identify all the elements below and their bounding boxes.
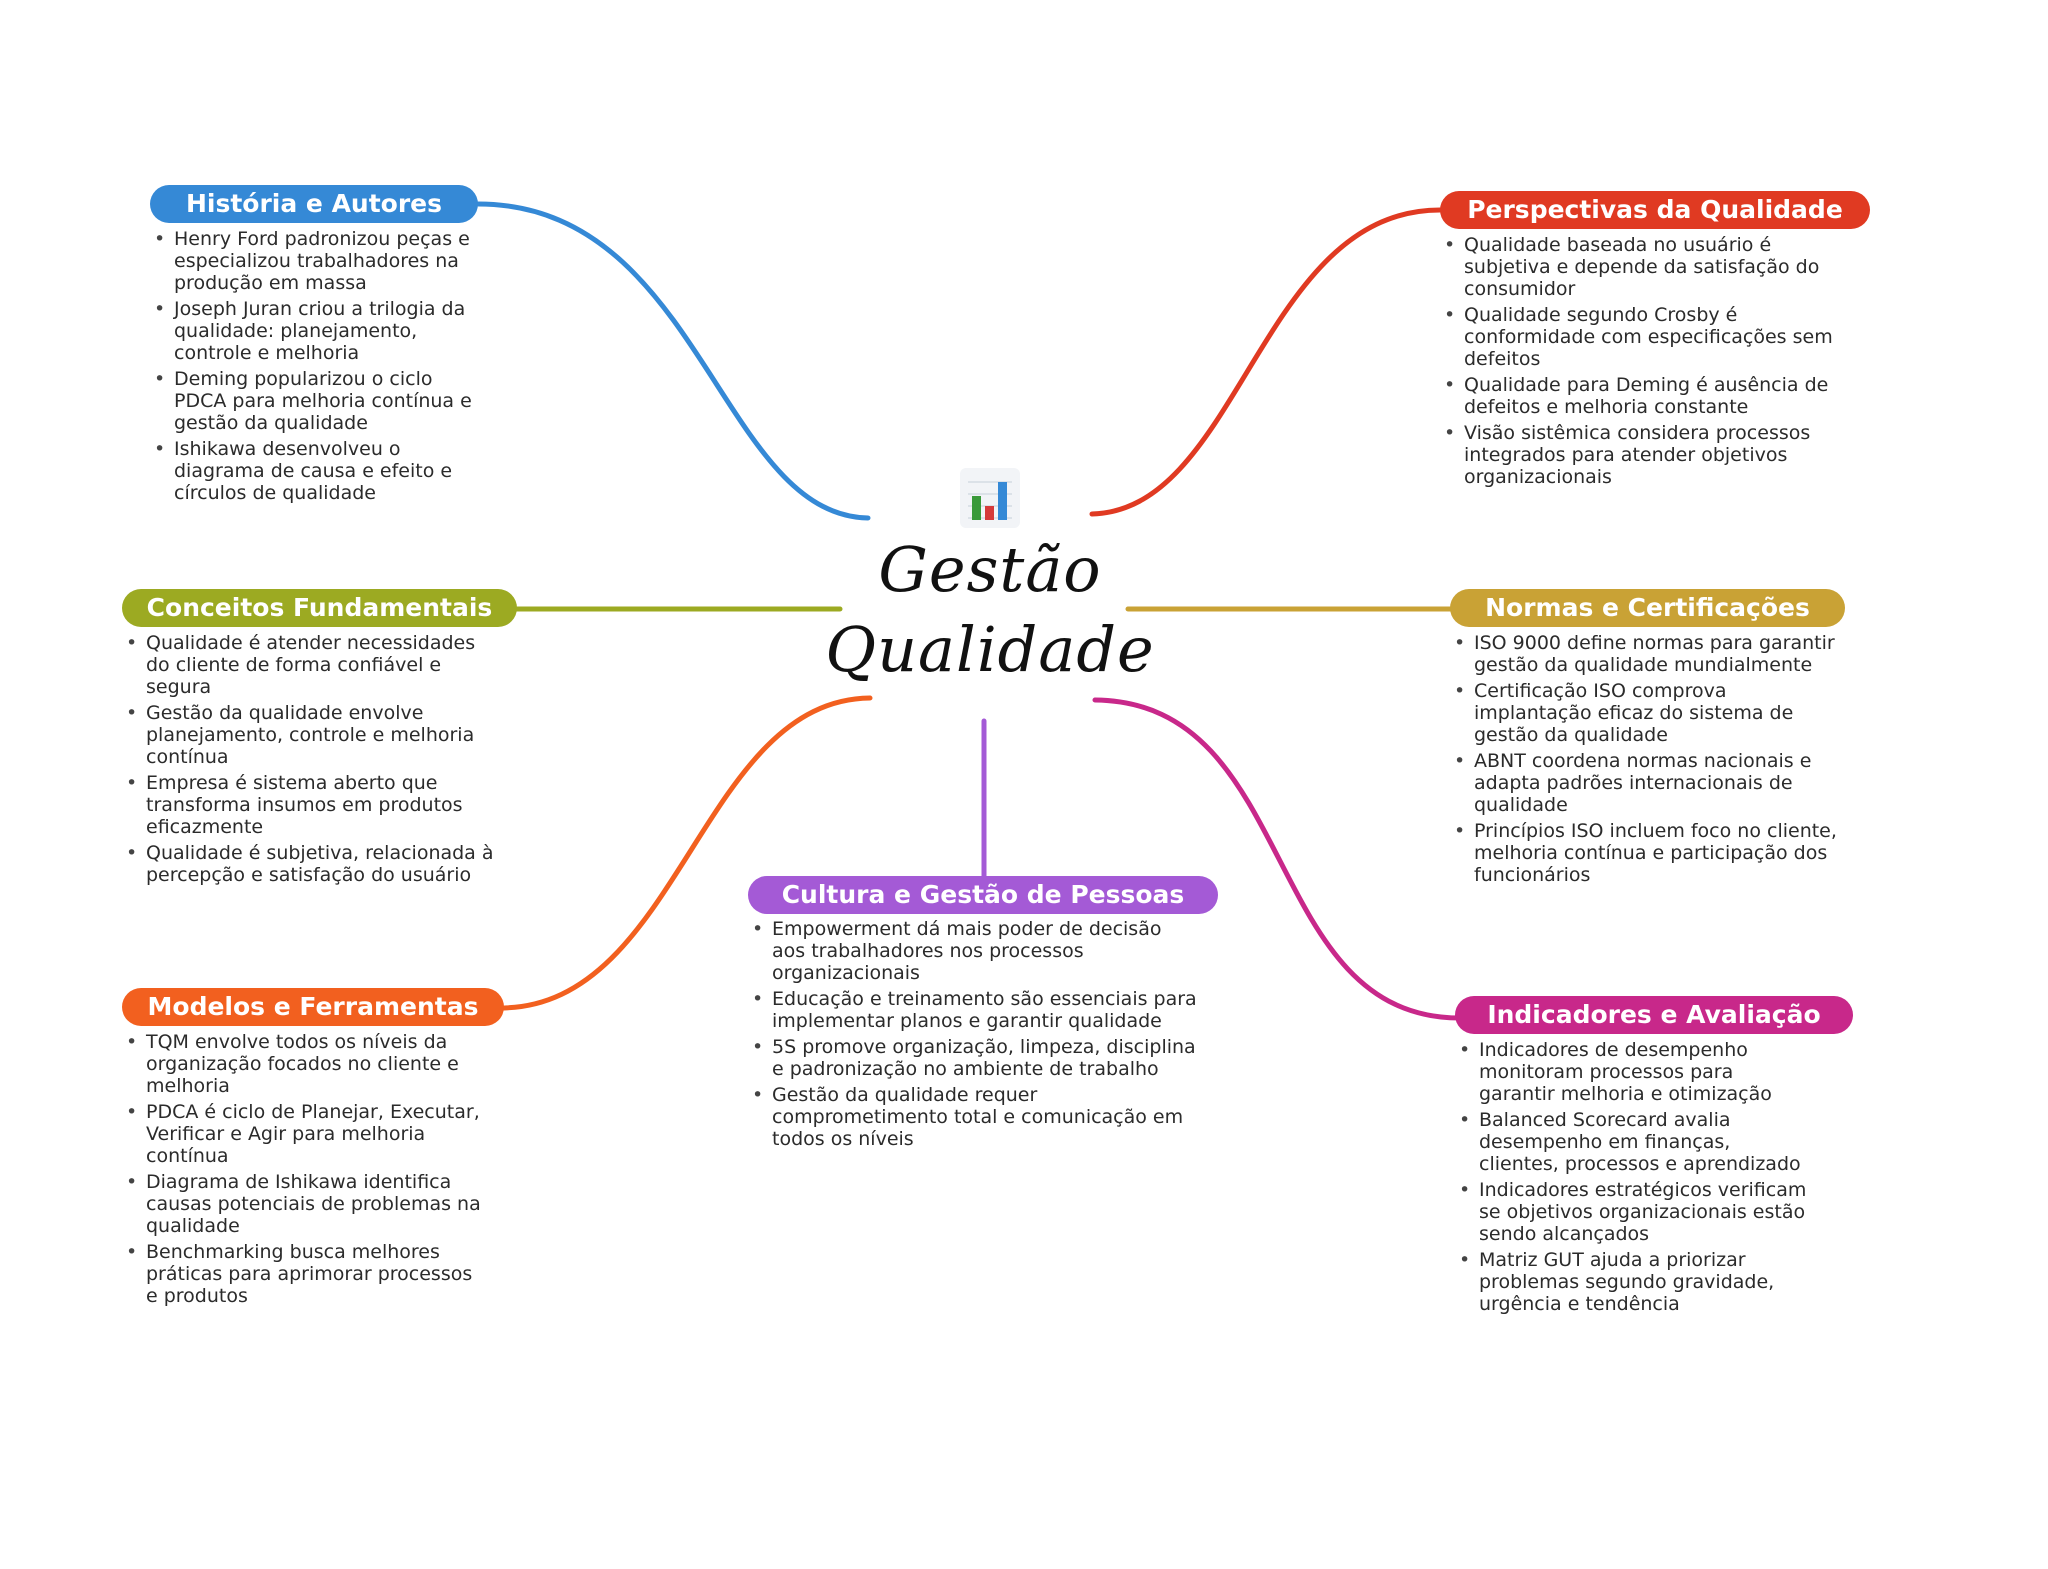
branch-cultura-gestao-pessoas[interactable]: Cultura e Gestão de Pessoas bbox=[748, 876, 1218, 914]
list-item: Certificação ISO comprova implantação ef… bbox=[1450, 680, 1845, 746]
list-item: Princípios ISO incluem foco no cliente, … bbox=[1450, 820, 1845, 886]
central-title: Gestão Qualidade bbox=[825, 533, 1155, 686]
branch-modelos-items: TQM envolve todos os níveis da organizaç… bbox=[122, 1031, 482, 1311]
list-item: Qualidade para Deming é ausência de defe… bbox=[1440, 374, 1840, 418]
connector-historia bbox=[475, 201, 871, 521]
list-item: Indicadores de desempenho monitoram proc… bbox=[1455, 1039, 1810, 1105]
list-item: Matriz GUT ajuda a priorizar problemas s… bbox=[1455, 1249, 1810, 1315]
branch-perspectivas-qualidade[interactable]: Perspectivas da Qualidade bbox=[1440, 191, 1870, 229]
branch-title: Perspectivas da Qualidade bbox=[1467, 195, 1843, 224]
list-item: PDCA é ciclo de Planejar, Executar, Veri… bbox=[122, 1101, 482, 1167]
branch-modelos-ferramentas[interactable]: Modelos e Ferramentas bbox=[122, 988, 504, 1026]
branch-title: Conceitos Fundamentais bbox=[146, 593, 493, 622]
list-item: Educação e treinamento são essenciais pa… bbox=[748, 988, 1198, 1032]
list-item: 5S promove organização, limpeza, discipl… bbox=[748, 1036, 1198, 1080]
list-item: Henry Ford padronizou peças e especializ… bbox=[150, 228, 485, 294]
connector-perspectivas bbox=[1089, 207, 1443, 517]
list-item: ABNT coordena normas nacionais e adapta … bbox=[1450, 750, 1845, 816]
branch-normas-items: ISO 9000 define normas para garantir ges… bbox=[1450, 632, 1845, 890]
branch-perspectivas-items: Qualidade baseada no usuário é subjetiva… bbox=[1440, 234, 1840, 492]
branch-title: Cultura e Gestão de Pessoas bbox=[781, 880, 1185, 909]
list-item: Ishikawa desenvolveu o diagrama de causa… bbox=[150, 438, 485, 504]
list-item: Gestão da qualidade envolve planejamento… bbox=[122, 702, 502, 768]
connector-modelos bbox=[497, 695, 873, 1011]
branch-indicadores-items: Indicadores de desempenho monitoram proc… bbox=[1455, 1039, 1810, 1319]
list-item: Qualidade é subjetiva, relacionada à per… bbox=[122, 842, 502, 886]
list-item: Qualidade é atender necessidades do clie… bbox=[122, 632, 502, 698]
list-item: Visão sistêmica considera processos inte… bbox=[1440, 422, 1840, 488]
list-item: Qualidade segundo Crosby é conformidade … bbox=[1440, 304, 1840, 370]
branch-conceitos-items: Qualidade é atender necessidades do clie… bbox=[122, 632, 502, 890]
list-item: Qualidade baseada no usuário é subjetiva… bbox=[1440, 234, 1840, 300]
branch-normas-certificacoes[interactable]: Normas e Certificações bbox=[1450, 589, 1845, 627]
list-item: Benchmarking busca melhores práticas par… bbox=[122, 1241, 482, 1307]
list-item: ISO 9000 define normas para garantir ges… bbox=[1450, 632, 1845, 676]
connector-indicadores bbox=[1092, 697, 1463, 1021]
branch-historia-items: Henry Ford padronizou peças e especializ… bbox=[150, 228, 485, 508]
branch-title: História e Autores bbox=[185, 189, 443, 218]
branch-cultura-items: Empowerment dá mais poder de decisão aos… bbox=[748, 918, 1198, 1154]
list-item: Gestão da qualidade requer comprometimen… bbox=[748, 1084, 1198, 1150]
list-item: Empresa é sistema aberto que transforma … bbox=[122, 772, 502, 838]
list-item: Indicadores estratégicos verificam se ob… bbox=[1455, 1179, 1810, 1245]
list-item: Diagrama de Ishikawa identifica causas p… bbox=[122, 1171, 482, 1237]
list-item: Balanced Scorecard avalia desempenho em … bbox=[1455, 1109, 1810, 1175]
branch-title: Normas e Certificações bbox=[1485, 593, 1810, 622]
branch-title: Indicadores e Avaliação bbox=[1487, 1000, 1821, 1029]
central-topic[interactable]: Gestão Qualidade bbox=[820, 455, 1160, 695]
list-item: Deming popularizou o ciclo PDCA para mel… bbox=[150, 368, 485, 434]
bar-chart-icon bbox=[960, 468, 1020, 528]
branch-conceitos-fundamentais[interactable]: Conceitos Fundamentais bbox=[122, 589, 517, 627]
list-item: TQM envolve todos os níveis da organizaç… bbox=[122, 1031, 482, 1097]
list-item: Empowerment dá mais poder de decisão aos… bbox=[748, 918, 1198, 984]
branch-title: Modelos e Ferramentas bbox=[147, 992, 479, 1021]
branch-historia-autores[interactable]: História e Autores bbox=[150, 185, 478, 223]
list-item: Joseph Juran criou a trilogia da qualida… bbox=[150, 298, 485, 364]
branch-indicadores-avaliacao[interactable]: Indicadores e Avaliação bbox=[1455, 996, 1853, 1034]
